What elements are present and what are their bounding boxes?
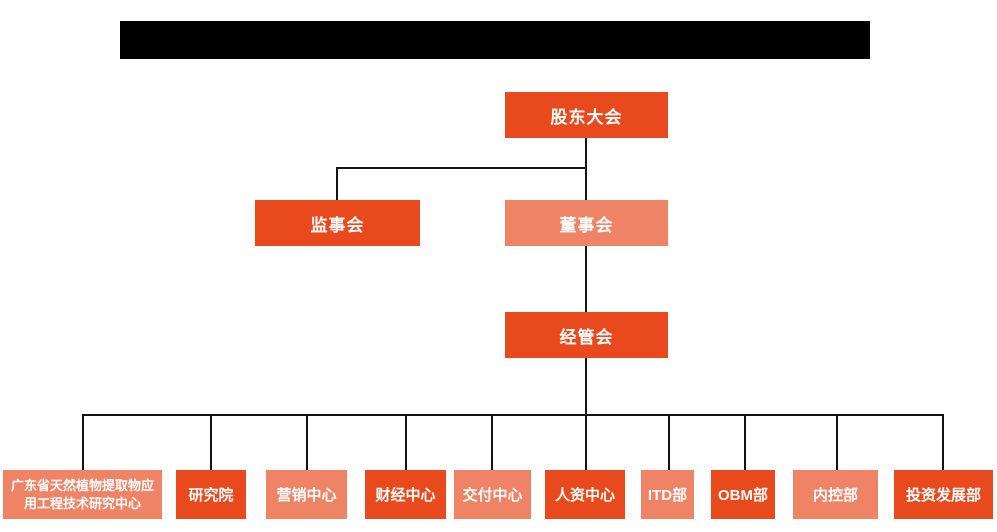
node-dept-research-center: 广东省天然植物提取物应用工程技术研究中心 [3,470,162,519]
node-label: 董事会 [559,215,614,235]
connector-departments-horizontal [82,414,944,416]
connector-to-dept-8 [744,414,746,470]
node-dept-internal-control: 内控部 [793,470,878,519]
node-label: 经管会 [559,327,614,347]
node-label: 财经中心 [375,487,436,504]
node-dept-delivery-center: 交付中心 [454,470,531,519]
node-label: 研究院 [188,487,234,504]
node-shareholders-meeting: 股东大会 [505,92,668,138]
node-label: 营销中心 [276,487,337,504]
connector-to-dept-5 [491,414,493,470]
node-label: 内控部 [812,487,858,504]
connector-level2-horizontal [336,167,587,169]
connector-to-dept-3 [306,414,308,470]
node-dept-itd: ITD部 [641,470,694,519]
node-label: 投资发展部 [905,487,981,504]
node-board-of-directors: 董事会 [505,200,668,246]
node-label: 人资中心 [554,487,615,504]
connector-to-dept-9 [836,414,838,470]
node-dept-investment-development: 投资发展部 [894,470,993,519]
node-label: 广东省天然植物提取物应用工程技术研究中心 [10,477,154,511]
redacted-title-bar [120,21,870,59]
connector-to-dept-10 [942,414,944,470]
connector-to-dept-2 [210,414,212,470]
node-label: OBM部 [718,487,768,504]
connector-to-supervisory [336,167,338,200]
node-dept-research-institute: 研究院 [176,470,246,519]
connector-to-dept-4 [405,414,407,470]
node-label: ITD部 [647,487,688,504]
connector-to-dept-7 [668,414,670,470]
connector-shareholders-down [585,138,587,200]
node-dept-obm: OBM部 [711,470,775,519]
node-dept-finance-center: 财经中心 [365,470,446,519]
node-dept-marketing-center: 营销中心 [266,470,347,519]
node-management-committee: 经管会 [505,312,668,358]
node-dept-hr-center: 人资中心 [545,470,625,519]
connector-board-to-management [585,246,587,312]
node-supervisory-board: 监事会 [255,200,420,246]
node-label: 监事会 [310,215,365,235]
connector-to-dept-1 [82,414,84,470]
node-label: 交付中心 [462,487,523,504]
node-label: 股东大会 [550,107,623,127]
